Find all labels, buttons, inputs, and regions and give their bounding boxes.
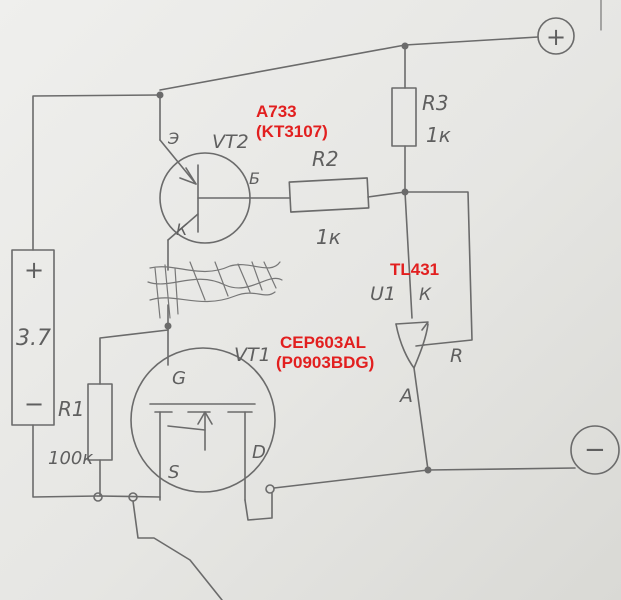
u1-ref-label: R xyxy=(450,345,463,367)
r1-top-wire xyxy=(99,329,169,385)
battery-voltage-label: 3.7 xyxy=(16,326,51,351)
positive-terminal: + xyxy=(537,17,575,55)
drain-pad xyxy=(265,484,275,494)
battery: + 3.7 − xyxy=(11,249,55,426)
vt1-source-label: S xyxy=(168,462,179,483)
vt2-part-number: A733 xyxy=(256,102,297,121)
output-wire-left xyxy=(132,500,223,600)
r1-value: 100к xyxy=(48,448,93,469)
battery-positive-wire xyxy=(32,94,161,251)
svg-text:+: + xyxy=(546,23,566,51)
vt1-part-number: CEP603AL xyxy=(280,333,366,352)
resistor-r2: R2 1к xyxy=(288,147,406,249)
battery-plus-label: + xyxy=(24,256,44,284)
junction-dot xyxy=(164,322,172,330)
vt1-designator: VT1 xyxy=(234,344,271,366)
positive-rail xyxy=(159,36,539,91)
drain-wire xyxy=(244,492,273,521)
resistor-r1: R1 100к xyxy=(48,383,113,497)
u1-anode-label: A xyxy=(398,385,413,407)
battery-minus-label: − xyxy=(24,390,44,418)
reference-wire xyxy=(404,191,473,346)
u1-designator: U1 xyxy=(370,283,396,305)
vt2-designator: VT2 xyxy=(212,131,249,153)
r1-designator: R1 xyxy=(58,397,85,421)
vt1-part-alt: (P0903BDG) xyxy=(276,353,374,372)
resistor-r3: R3 1к xyxy=(391,45,451,191)
u1-part-number: TL431 xyxy=(390,260,439,279)
svg-text:−: − xyxy=(584,435,606,465)
u1-cathode-label: К xyxy=(419,285,432,305)
r2-value: 1к xyxy=(316,225,341,249)
transistor-vt2: Э Б К VT2 xyxy=(159,94,291,271)
negative-terminal: − xyxy=(570,425,620,475)
r3-designator: R3 xyxy=(422,91,449,115)
mosfet-vt1: G S D VT1 xyxy=(130,344,276,501)
regulator-u1: U1 К A R xyxy=(370,191,463,471)
vt1-gate-label: G xyxy=(172,368,186,389)
vt2-emitter-label: Э xyxy=(167,129,179,148)
negative-rail xyxy=(273,467,576,489)
battery-negative-wire xyxy=(32,424,99,498)
vt2-base-label: Б xyxy=(249,169,260,188)
r2-designator: R2 xyxy=(312,147,339,171)
scribble-crossout xyxy=(147,261,283,319)
vt2-collector-label: К xyxy=(176,220,188,239)
battery-minus-pad xyxy=(93,492,103,502)
vt2-part-alt: (KT3107) xyxy=(256,122,328,141)
r3-value: 1к xyxy=(426,123,451,147)
vt1-drain-label: D xyxy=(252,442,266,463)
